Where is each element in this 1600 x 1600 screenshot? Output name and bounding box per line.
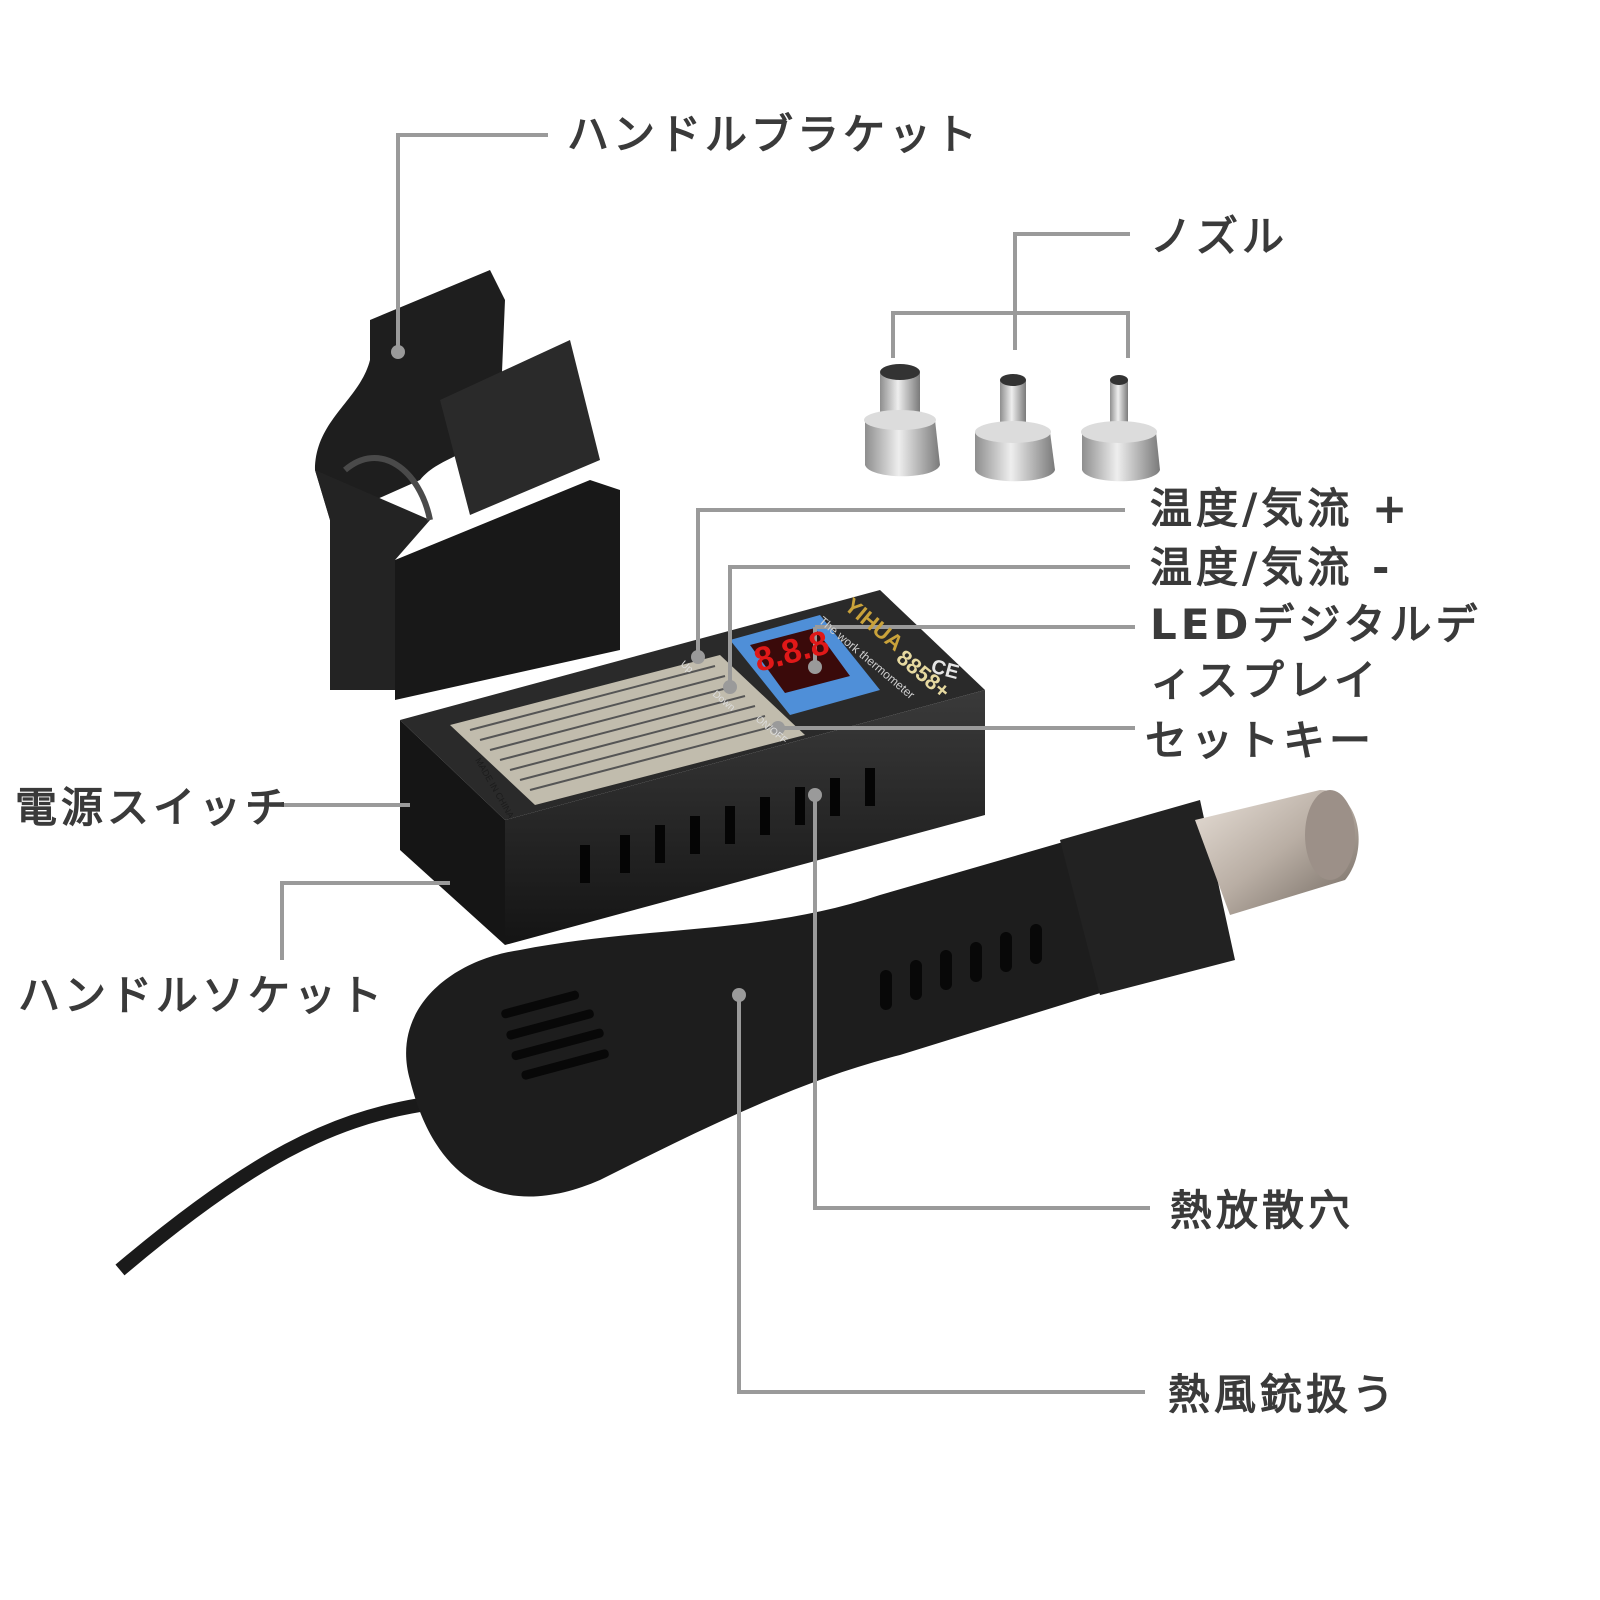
nozzle-small [1081,375,1160,482]
grip-ridges [880,924,1042,1010]
heat-gun [115,790,1359,1276]
label-handle-bracket: ハンドルブラケット [567,110,982,159]
label-power-switch: 電源スイッチ [15,783,292,832]
label-set-key: セットキー [1145,716,1376,765]
vent-slots [580,768,875,883]
label-temp-air-down: 温度/気流 - [1150,543,1394,592]
label-nozzle: ノズル [1150,212,1289,261]
label-led-display-1: LEDデジタルデ [1150,600,1482,649]
label-led-display-2: ィスプレイ [1150,656,1381,705]
handle-bracket [315,270,620,700]
leader-lines [270,133,1150,1394]
label-fine-print [469,665,776,791]
control-station [400,590,985,945]
label-temp-air-up: 温度/気流 + [1150,484,1412,533]
rear-vents [501,990,609,1080]
label-heat-vents: 熱放散穴 [1170,1186,1355,1235]
label-heat-gun-handle: 熱風銃扱う [1168,1370,1399,1419]
label-handle-socket: ハンドルソケット [18,971,387,1020]
nozzle-large [864,364,940,477]
nozzle-medium [975,374,1055,482]
